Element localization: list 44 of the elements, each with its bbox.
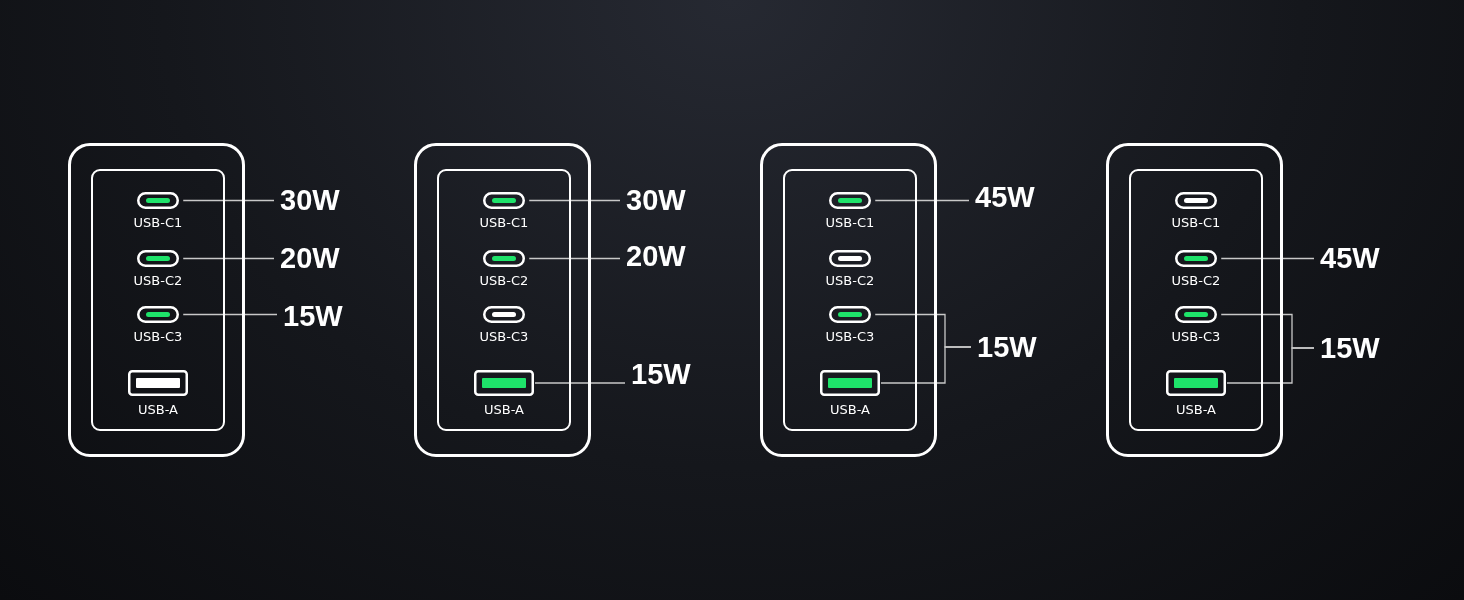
port-panel xyxy=(437,169,571,431)
wattage-label: 15W xyxy=(631,358,691,390)
wattage-label: 30W xyxy=(626,184,686,216)
wattage-label: 45W xyxy=(975,181,1035,213)
leader-line xyxy=(534,382,626,384)
port-label: USB-C3 xyxy=(825,329,875,344)
leader-line xyxy=(880,346,972,384)
wattage-label: 30W xyxy=(280,184,340,216)
leader-line xyxy=(182,199,275,202)
port-label: USB-C1 xyxy=(133,215,183,230)
wattage-label: 15W xyxy=(1320,332,1380,364)
charger-outline xyxy=(414,143,591,457)
port-label: USB-A xyxy=(484,402,524,417)
port-label: USB-A xyxy=(830,402,870,417)
wattage-label: 15W xyxy=(977,331,1037,363)
leader-line xyxy=(182,257,275,260)
port-label: USB-C3 xyxy=(479,329,529,344)
port-label: USB-C2 xyxy=(479,273,529,288)
port-label: USB-C2 xyxy=(133,273,183,288)
charger-outline xyxy=(760,143,937,457)
port-panel xyxy=(783,169,917,431)
port-label: USB-A xyxy=(138,402,178,417)
port-label: USB-C1 xyxy=(825,215,875,230)
port-label: USB-C1 xyxy=(479,215,529,230)
port-label: USB-A xyxy=(1176,402,1216,417)
leader-line xyxy=(874,199,970,202)
wattage-label: 15W xyxy=(283,300,343,332)
wattage-label: 45W xyxy=(1320,242,1380,274)
leader-line xyxy=(182,313,278,316)
leader-line xyxy=(1220,257,1315,260)
port-label: USB-C1 xyxy=(1171,215,1221,230)
port-label: USB-C3 xyxy=(133,329,183,344)
port-panel xyxy=(91,169,225,431)
port-label: USB-C3 xyxy=(1171,329,1221,344)
charger-outline xyxy=(1106,143,1283,457)
port-label: USB-C2 xyxy=(825,273,875,288)
charger-outline xyxy=(68,143,245,457)
leader-line xyxy=(528,257,621,260)
leader-line xyxy=(1226,347,1315,384)
wattage-label: 20W xyxy=(626,240,686,272)
port-label: USB-C2 xyxy=(1171,273,1221,288)
wattage-label: 20W xyxy=(280,242,340,274)
port-panel xyxy=(1129,169,1263,431)
leader-line xyxy=(528,199,621,202)
